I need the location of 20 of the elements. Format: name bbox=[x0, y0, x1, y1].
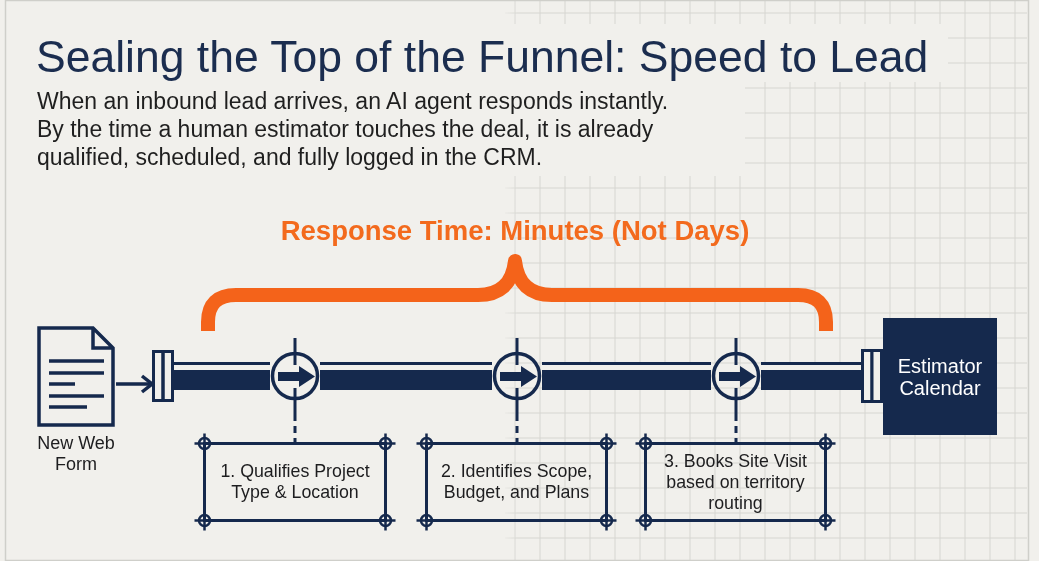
pipe-flange bbox=[152, 350, 174, 402]
node-label: New Web Form bbox=[36, 433, 116, 475]
valve-symbol bbox=[711, 338, 761, 414]
valve-symbol bbox=[492, 338, 542, 414]
pipe-connector bbox=[761, 349, 883, 403]
bracket-label: Response Time: Minutes (Not Days) bbox=[279, 215, 751, 247]
step-box: 1. Qualifies Project Type & Location bbox=[203, 442, 387, 522]
dashed-connector bbox=[734, 414, 738, 442]
title: Sealing the Top of the Funnel: Speed to Lead bbox=[36, 32, 929, 82]
dashed-connector bbox=[515, 414, 519, 442]
arrow bbox=[116, 374, 154, 394]
pipe-connector bbox=[542, 362, 711, 390]
pipe-connector bbox=[174, 362, 270, 390]
calendar-box: Estimator Calendar bbox=[883, 318, 997, 435]
step-box: 3. Books Site Visit based on territory routing bbox=[644, 442, 827, 522]
step-box: 2. Identifies Scope, Budget, and Plans bbox=[425, 442, 608, 522]
dashed-connector bbox=[293, 414, 297, 442]
valve-symbol bbox=[270, 338, 320, 414]
pipe-connector bbox=[320, 362, 492, 390]
intro-paragraph: When an inbound lead arrives, an AI agent responds instantly. By the time a human estimator touches the deal, it is already qualified, scheduled, and fully logged in the CRM. bbox=[37, 87, 670, 171]
